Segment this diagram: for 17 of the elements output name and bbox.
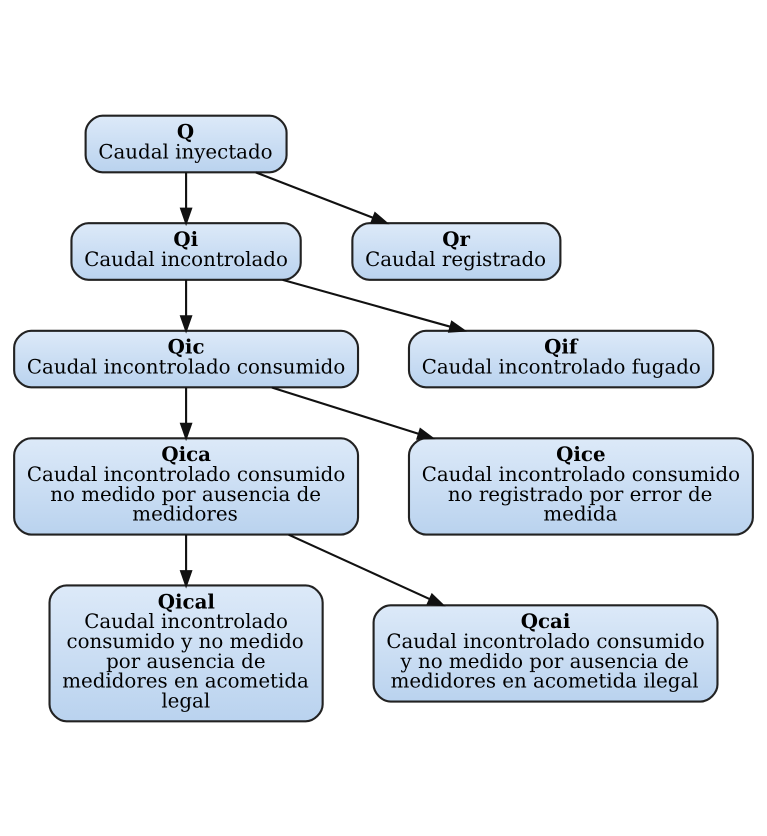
node-box: Qica Caudal incontrolado consumido no medido por ausencia de medidores [13, 436, 360, 536]
node-box: Qcai Caudal incontrolado consumido y no medido por ausencia de medidores en acometida ilegal [372, 604, 719, 702]
node-box: Qif Caudal incontrolado fugado [408, 329, 714, 388]
node-box: Qic Caudal incontrolado consumido [13, 329, 360, 388]
node-box: Qice Caudal incontrolado consumido no registrado por error de medida [408, 436, 754, 536]
arrow [282, 278, 468, 332]
node-box: Qi Caudal incontrolado [70, 222, 302, 280]
arrow [180, 534, 193, 588]
node-box: Q Caudal inyectado [84, 114, 288, 173]
arrow [180, 387, 193, 441]
node-box: Qical Caudal incontrolado consumido y no medido por ausencia de medidores en acometida legal [48, 584, 324, 722]
arrow [180, 172, 193, 226]
node-box: Qr Caudal registrado [351, 222, 562, 280]
arrow [255, 170, 390, 224]
arrow [180, 279, 193, 334]
arrow [288, 533, 446, 606]
arrow [271, 386, 436, 440]
